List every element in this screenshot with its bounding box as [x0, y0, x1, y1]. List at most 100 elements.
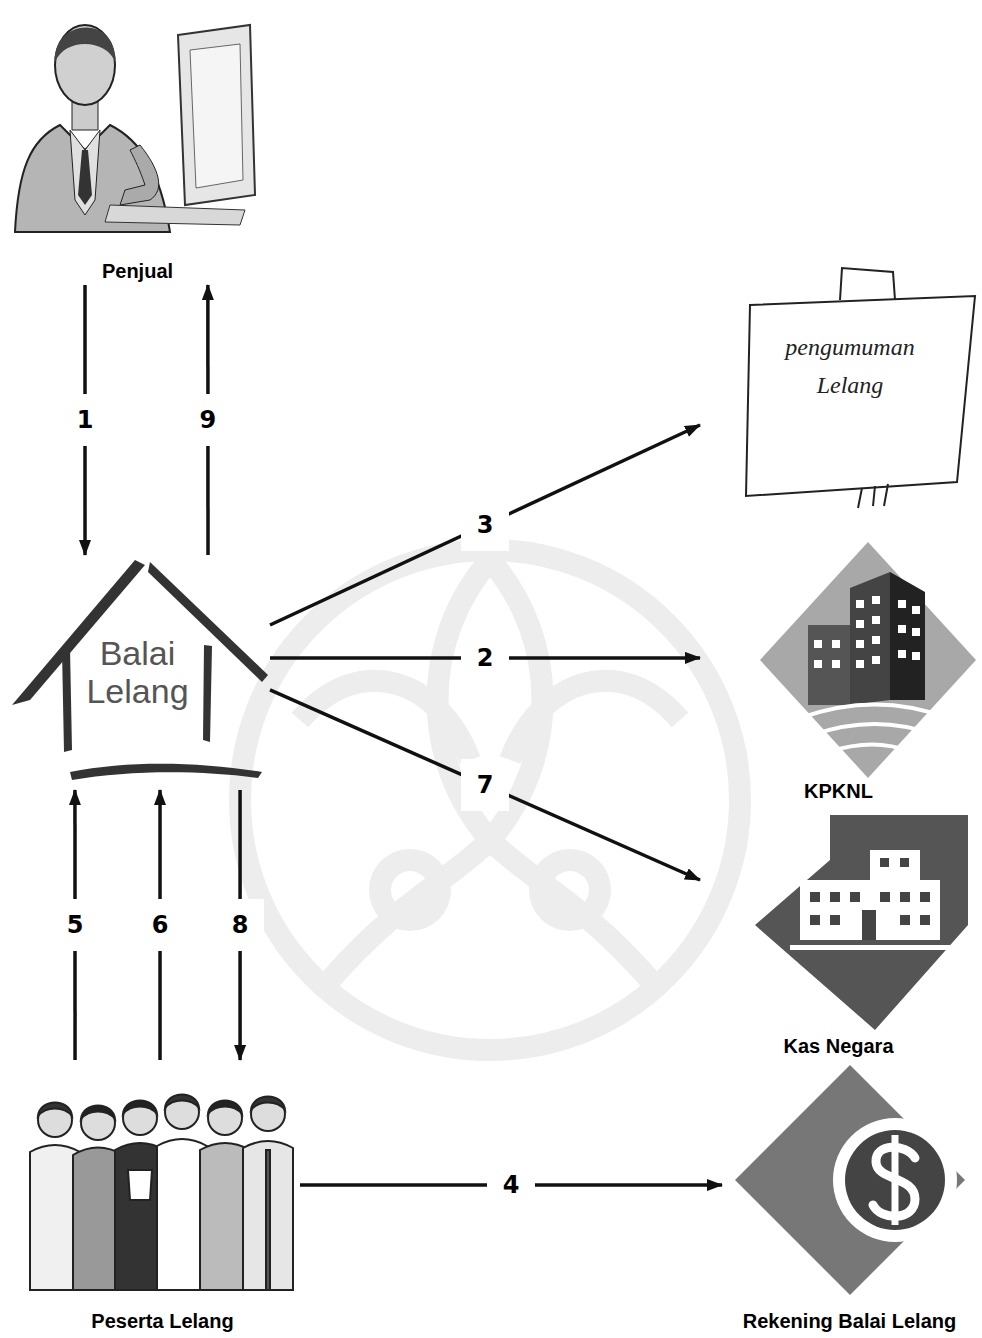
office-box: KPKNL [700, 530, 977, 805]
participants-illustration [38, 1103, 72, 1137]
step-number: 1 [61, 394, 109, 446]
treasury-icon [800, 880, 940, 940]
bank-account-icon [735, 1065, 965, 1295]
office-building-icon [832, 640, 840, 648]
actor-label: Peserta Lelang [91, 1310, 233, 1333]
participants-box: Peserta Lelang [25, 1060, 300, 1335]
office-building-icon [814, 640, 822, 648]
house-outline [70, 764, 262, 780]
step-number: 8 [216, 899, 264, 951]
actor-label: Kas Negara [783, 1035, 893, 1058]
office-building-icon [912, 628, 920, 636]
flow-arrow [270, 690, 700, 880]
seller-illustration [190, 44, 243, 188]
step-number: 2 [461, 632, 509, 684]
treasury-icon [810, 892, 820, 902]
office-building-icon [872, 596, 880, 604]
treasury-box: Kas Negara [700, 810, 977, 1060]
watermark [540, 860, 600, 920]
actor-label: KPKNL [804, 780, 873, 803]
office-building-icon [814, 596, 920, 668]
step-number: 3 [461, 499, 509, 551]
seller-illustration [55, 27, 115, 62]
step-number: 9 [184, 394, 232, 446]
seller-box: Penjual [10, 0, 265, 285]
treasury-icon [790, 945, 950, 950]
house-label: Balai Lelang [78, 635, 198, 710]
treasury-icon [850, 892, 860, 902]
participants-illustration [208, 1101, 242, 1115]
participants-illustration [123, 1101, 157, 1115]
step-number: 7 [461, 759, 509, 811]
board-text: pengumuman Lelang [765, 328, 935, 405]
participants-illustration [165, 1095, 199, 1129]
house-outline [62, 648, 72, 752]
office-building-icon [832, 660, 840, 668]
participants-illustration [266, 1150, 270, 1290]
step-number: 5 [51, 899, 99, 951]
account-box: Rekening Balai Lelang [722, 1045, 977, 1335]
treasury-icon [755, 815, 968, 1030]
bank-account-icon [845, 1130, 945, 1230]
participants-illustration [165, 1095, 199, 1109]
office-building-icon [856, 600, 864, 608]
office-building-icon [808, 625, 850, 705]
participants-illustration [123, 1101, 157, 1135]
bank-account-icon [833, 1118, 957, 1242]
treasury-icon [880, 892, 890, 902]
office-building-icon [850, 572, 890, 705]
treasury-icon [920, 892, 930, 902]
treasury-icon [810, 858, 930, 940]
participants-illustration [208, 1101, 242, 1135]
flow-arrow [270, 425, 700, 625]
seller-illustration [120, 145, 159, 205]
participants-illustration [251, 1097, 285, 1131]
watermark [438, 560, 543, 840]
participants-illustration [30, 1095, 293, 1291]
treasury-icon [810, 915, 820, 925]
office-building-icon [814, 660, 822, 668]
actor-label: Penjual [102, 260, 173, 283]
office-building-icon [760, 542, 976, 778]
participants-illustration [243, 1141, 293, 1290]
announcement-board: pengumuman Lelang [700, 290, 977, 505]
participants-illustration [128, 1170, 152, 1200]
treasury-icon [900, 892, 910, 902]
sign-board [746, 296, 975, 496]
office-building-icon [812, 724, 935, 735]
participants-illustration [38, 1103, 72, 1117]
office-building-icon [856, 660, 864, 668]
participants-illustration [81, 1106, 115, 1140]
sign-board [840, 268, 895, 300]
step-number: 6 [136, 899, 184, 951]
office-building-icon [872, 656, 880, 664]
office-building-icon [800, 705, 948, 719]
treasury-icon [870, 850, 920, 880]
seller-illustration [15, 25, 255, 232]
house-outline [203, 645, 212, 742]
house-outline [12, 560, 268, 780]
office-building-icon [856, 640, 864, 648]
office-building-icon [760, 542, 976, 778]
office-building-icon [898, 600, 906, 608]
participants-illustration [251, 1097, 285, 1111]
seller-illustration [55, 25, 115, 105]
participants-illustration [81, 1106, 115, 1120]
office-building-icon [890, 572, 925, 700]
bank-account-icon [873, 1147, 915, 1216]
seller-illustration [178, 25, 255, 205]
treasury-icon [862, 910, 876, 940]
office-building-icon [912, 652, 920, 660]
seller-illustration [78, 150, 92, 205]
treasury-icon [900, 915, 910, 925]
watermark [330, 840, 650, 980]
treasury-icon [900, 858, 909, 867]
step-number: 4 [487, 1159, 535, 1211]
seller-illustration [70, 130, 100, 215]
watermark [300, 681, 470, 760]
sign-board [746, 268, 975, 508]
office-building-icon [856, 620, 864, 628]
office-building-icon [872, 636, 880, 644]
auction-house-box: Balai Lelang [5, 555, 270, 790]
bank-account-icon [735, 1065, 965, 1295]
